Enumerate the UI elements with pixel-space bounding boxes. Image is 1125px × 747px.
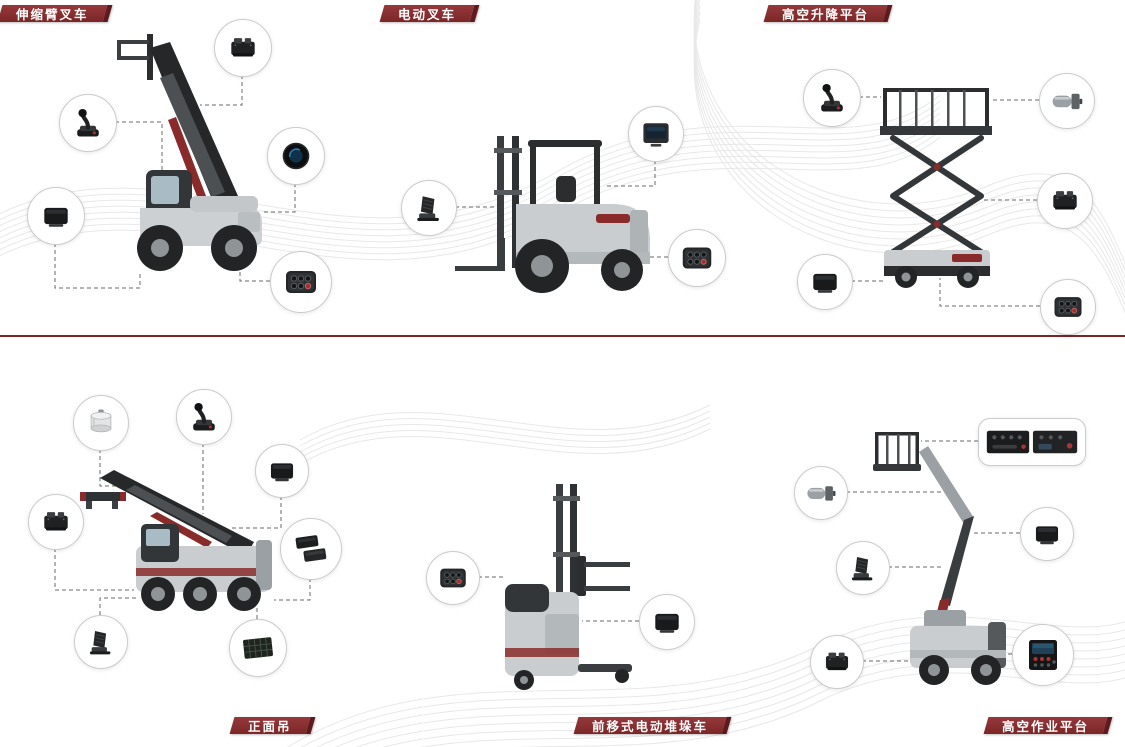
motor-controller-icon: [820, 645, 854, 679]
connectors-boom-lift: [846, 440, 1020, 662]
callout-joystick: [803, 69, 861, 127]
group-label-boom-lift: 高空作业平台: [983, 717, 1113, 734]
connectors-electric-forklift: [455, 160, 668, 258]
battery-controller-icon: [649, 604, 685, 640]
controller-pair-icon: [291, 529, 331, 569]
connectors-telescopic-forklift: [54, 75, 296, 289]
joystick-icon: [186, 399, 222, 435]
callout-joystick: [176, 389, 232, 445]
accelerator-pedal-icon: [84, 625, 118, 659]
callout-control-module: [255, 444, 309, 498]
drive-motor-icon: [1049, 83, 1085, 119]
callout-armrest-control-unit: [214, 19, 272, 77]
callout-motor-controller: [810, 635, 864, 689]
callout-controller-module: [27, 187, 85, 245]
joystick-icon: [814, 80, 850, 116]
round-display-icon: [277, 137, 315, 175]
controller-module-icon: [38, 198, 74, 234]
membrane-keypad-icon: [239, 629, 277, 667]
callout-motor-controller: [1037, 173, 1093, 229]
button-keypad-icon: [436, 561, 470, 595]
accelerator-pedal-icon: [411, 190, 447, 226]
connectors-reach-stacker: [54, 443, 311, 619]
group-label-scissor-lift: 高空升降平台: [763, 5, 893, 22]
button-keypad-icon: [281, 262, 321, 302]
group-label-reach-stacker: 正面吊: [229, 717, 315, 734]
callout-drive-motor: [794, 466, 848, 520]
callout-round-display: [267, 127, 325, 185]
vehicle-reach-stacker: [80, 470, 272, 611]
callout-battery-controller: [639, 594, 695, 650]
group-label-text: 伸缩臂叉车: [16, 8, 89, 22]
callout-joystick: [59, 94, 117, 152]
group-label-electric-forklift: 电动叉车: [379, 5, 480, 22]
callout-button-keypad: [1040, 279, 1096, 335]
vehicle-scissor-lift: [880, 88, 992, 288]
control-panel-pair-icon: [984, 426, 1080, 458]
callout-display-unit: [628, 106, 684, 162]
vehicle-telescopic-forklift: [117, 34, 262, 271]
callout-drive-motor: [1039, 73, 1095, 129]
armrest-control-unit-icon: [225, 30, 261, 66]
vehicle-boom-lift: [873, 432, 1006, 685]
callout-button-keypad: [668, 229, 726, 287]
drive-motor-icon: [804, 476, 838, 510]
button-keypad-icon: [678, 239, 716, 277]
control-module-icon: [807, 264, 843, 300]
callout-vehicle-controller: [28, 494, 84, 550]
group-label-text: 正面吊: [248, 720, 292, 734]
display-unit-icon: [638, 116, 674, 152]
filter-cartridge-icon: [83, 405, 119, 441]
accelerator-pedal-icon: [846, 551, 880, 585]
connectors-reach-truck: [478, 576, 639, 622]
callout-filter-cartridge: [73, 395, 129, 451]
group-label-reach-truck: 前移式电动堆垛车: [573, 717, 732, 734]
section-divider: [0, 335, 1125, 337]
motor-controller-icon: [1047, 183, 1083, 219]
callout-button-keypad: [426, 551, 480, 605]
callout-control-module: [797, 254, 853, 310]
group-label-text: 高空升降平台: [782, 8, 870, 22]
callout-control-panel-pair: [978, 418, 1086, 466]
control-module-icon: [265, 454, 299, 488]
callout-button-keypad: [270, 251, 332, 313]
control-module-icon: [1030, 517, 1064, 551]
group-label-text: 电动叉车: [398, 8, 457, 22]
button-keypad-icon: [1050, 289, 1086, 325]
callout-membrane-keypad: [229, 619, 287, 677]
callout-control-module: [1020, 507, 1074, 561]
callout-accelerator-pedal: [836, 541, 890, 595]
group-label-text: 高空作业平台: [1002, 720, 1090, 734]
callout-accelerator-pedal: [401, 180, 457, 236]
joystick-icon: [70, 105, 106, 141]
vehicle-reach-truck: [505, 484, 632, 690]
group-label-telescopic-forklift: 伸缩臂叉车: [0, 5, 112, 22]
callout-controller-pair: [280, 518, 342, 580]
callout-display-control-box: [1012, 624, 1074, 686]
vehicle-electric-forklift: [455, 136, 650, 293]
vehicle-controller-icon: [38, 504, 74, 540]
display-control-box-icon: [1023, 635, 1063, 675]
callout-accelerator-pedal: [74, 615, 128, 669]
group-label-text: 前移式电动堆垛车: [592, 720, 709, 734]
connectors-scissor-lift: [851, 96, 1040, 307]
